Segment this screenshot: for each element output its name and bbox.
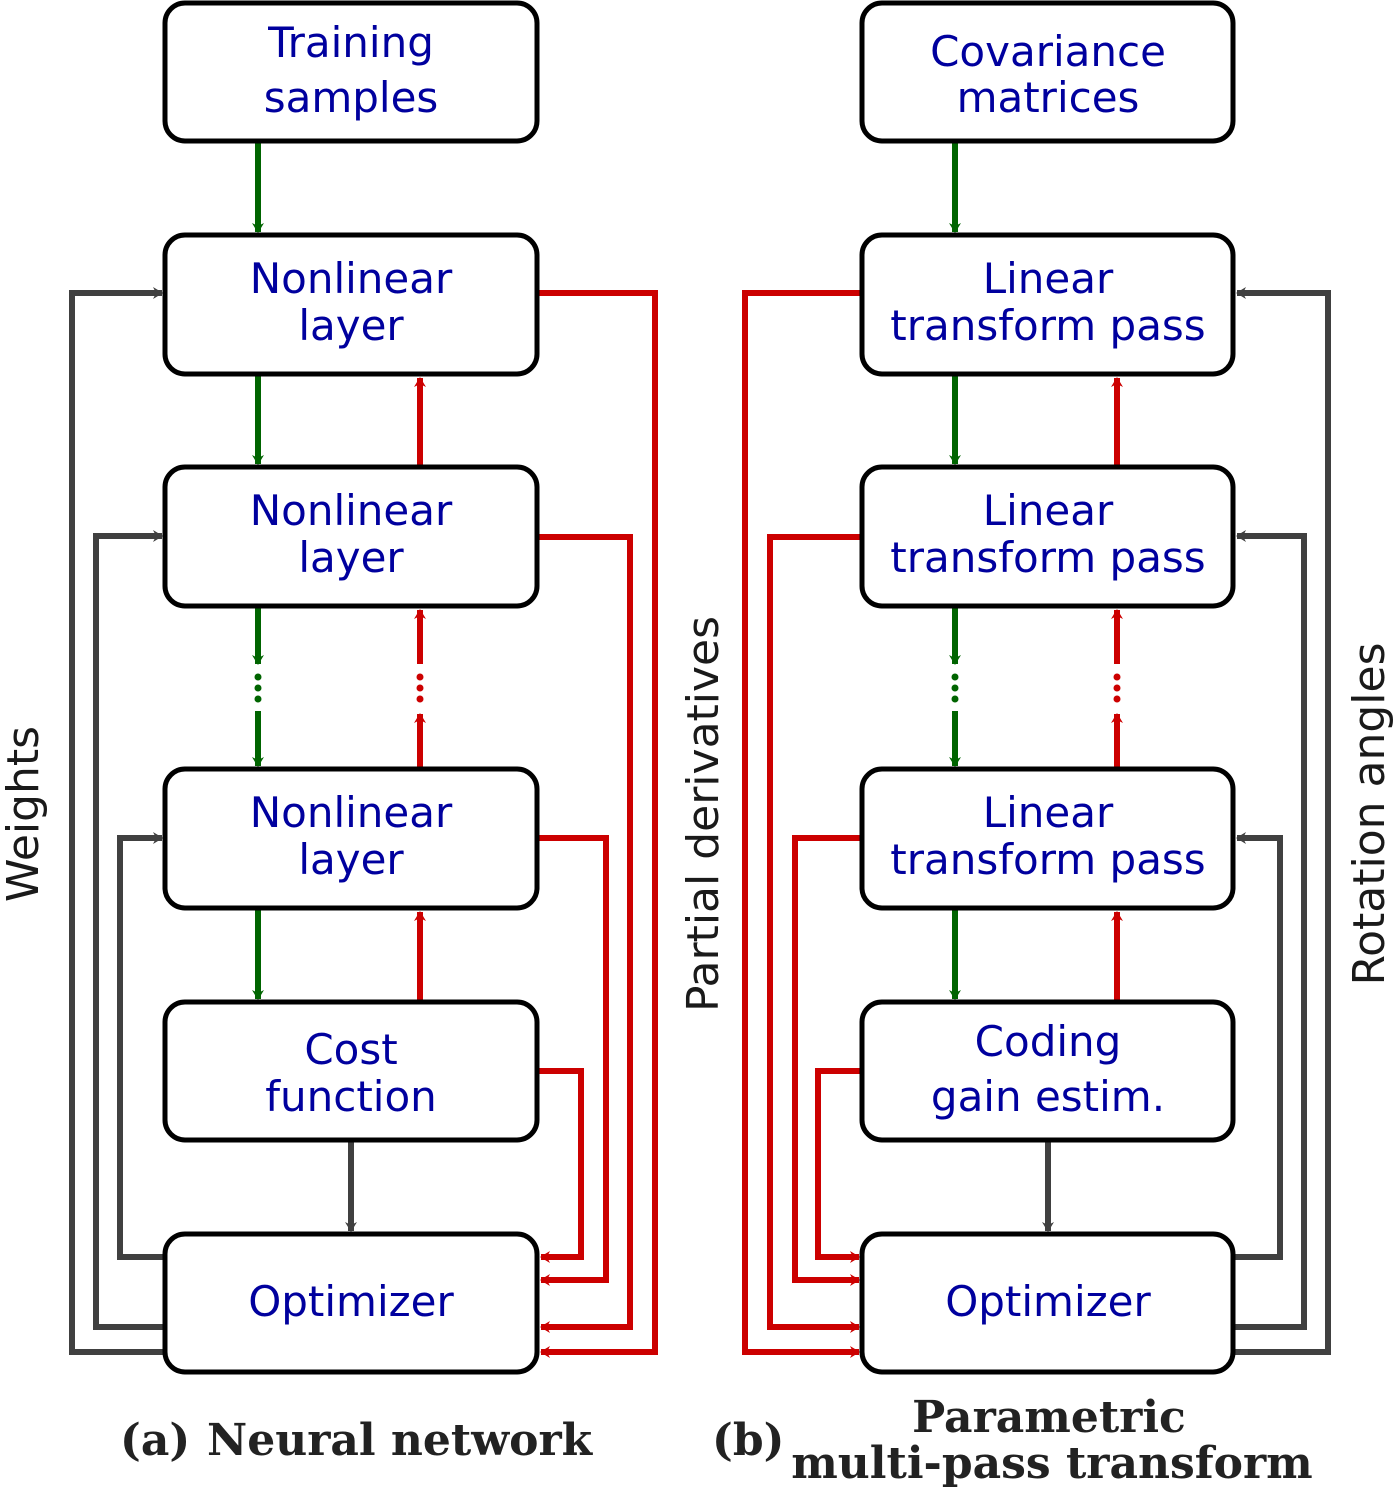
box-label-line1: Nonlinear bbox=[250, 254, 453, 303]
box-optimizer-b[interactable]: Optimizer bbox=[859, 1231, 1236, 1375]
box-label-line2: layer bbox=[298, 533, 404, 582]
derivative-line-from-layer-1 bbox=[537, 290, 658, 1358]
rotation-angle-connectors bbox=[1233, 287, 1331, 1355]
ellipsis-dot bbox=[416, 695, 424, 703]
caption-a-title: Neural network bbox=[207, 1415, 594, 1466]
box-cost-function[interactable]: Cost function bbox=[162, 999, 540, 1143]
box-label-line2: transform pass bbox=[890, 835, 1205, 884]
box-optimizer-a[interactable]: Optimizer bbox=[162, 1231, 540, 1375]
caption-b-label: (b) bbox=[712, 1415, 784, 1466]
box-label-line1: Optimizer bbox=[945, 1277, 1151, 1326]
caption-a-label: (a) bbox=[120, 1415, 190, 1466]
backward-arrows-a bbox=[414, 377, 426, 1000]
box-nonlinear-layer-2[interactable]: Nonlinear layer bbox=[162, 464, 540, 609]
box-linear-transform-pass-3[interactable]: Linear transform pass bbox=[859, 766, 1236, 911]
box-covariance-matrices[interactable]: Covariance matrices bbox=[859, 0, 1236, 144]
box-label-line1: Linear bbox=[983, 254, 1114, 303]
derivative-line-from-cost bbox=[537, 1068, 584, 1263]
forward-arrows-b bbox=[949, 143, 961, 1000]
box-label-line1: Covariance bbox=[930, 27, 1166, 76]
box-coding-gain-estimation[interactable]: Coding gain estim. bbox=[859, 999, 1236, 1143]
ellipsis-dot bbox=[951, 695, 959, 703]
weight-line-to-layer-1 bbox=[69, 287, 165, 1355]
weight-line-to-layer-3 bbox=[117, 832, 165, 1260]
backward-arrows-b bbox=[1111, 377, 1123, 1000]
ellipsis-dot bbox=[416, 684, 424, 692]
ellipsis-dot bbox=[1113, 673, 1121, 681]
derivative-line-from-layer-2 bbox=[537, 534, 633, 1333]
derivative-line-from-pass-1 bbox=[742, 290, 862, 1358]
derivative-connectors-b bbox=[742, 290, 862, 1358]
derivative-connectors-a bbox=[537, 290, 658, 1358]
box-label-line2: layer bbox=[298, 301, 404, 350]
ellipsis-dot bbox=[254, 673, 262, 681]
box-label-line2: gain estim. bbox=[931, 1072, 1165, 1121]
box-label-line2: function bbox=[265, 1072, 437, 1121]
caption-b-title-line1: Parametric bbox=[912, 1392, 1186, 1443]
derivative-line-from-pass-2 bbox=[767, 534, 862, 1333]
box-label-line1: Nonlinear bbox=[250, 486, 453, 535]
weights-connectors bbox=[69, 287, 165, 1355]
ellipsis-dot bbox=[254, 695, 262, 703]
partial-derivatives-label: Partial derivatives bbox=[678, 616, 729, 1012]
box-label-line1: Linear bbox=[983, 788, 1114, 837]
rotation-angles-label: Rotation angles bbox=[1344, 643, 1395, 986]
box-label-line2: transform pass bbox=[890, 533, 1205, 582]
ellipsis-dot bbox=[951, 684, 959, 692]
ellipsis-dot bbox=[951, 673, 959, 681]
derivative-line-from-coding-gain bbox=[815, 1068, 862, 1263]
ellipsis-dot bbox=[416, 673, 424, 681]
angle-line-to-pass-1 bbox=[1233, 287, 1331, 1355]
weight-line-to-layer-2 bbox=[93, 530, 165, 1330]
weights-label: Weights bbox=[0, 726, 49, 902]
panel-a-neural-network: Training samples Nonlinear layer Nonline… bbox=[0, 0, 658, 1466]
angle-line-to-pass-3 bbox=[1233, 832, 1283, 1260]
ellipsis-dot bbox=[254, 684, 262, 692]
box-nonlinear-layer-3[interactable]: Nonlinear layer bbox=[162, 766, 540, 911]
box-label-line1: Coding bbox=[975, 1017, 1122, 1066]
angle-line-to-pass-2 bbox=[1233, 530, 1307, 1330]
box-label-line1: Optimizer bbox=[248, 1277, 454, 1326]
box-label-line1: Cost bbox=[304, 1025, 397, 1074]
box-linear-transform-pass-1[interactable]: Linear transform pass bbox=[859, 232, 1236, 377]
box-label-line2: layer bbox=[298, 835, 404, 884]
forward-arrows-a bbox=[252, 143, 264, 1000]
box-label-line1: Nonlinear bbox=[250, 788, 453, 837]
caption-b-title-line2: multi-pass transform bbox=[791, 1438, 1313, 1488]
box-label-line2: samples bbox=[264, 73, 439, 122]
box-label-line1: Training bbox=[267, 18, 434, 67]
box-label-line2: matrices bbox=[957, 73, 1140, 122]
derivative-line-from-pass-3 bbox=[792, 835, 862, 1286]
derivative-line-from-layer-3 bbox=[537, 835, 609, 1286]
box-label-line2: transform pass bbox=[890, 301, 1205, 350]
panel-b-multi-pass-transform: Covariance matrices Linear transform pas… bbox=[678, 0, 1395, 1488]
ellipsis-dot bbox=[1113, 695, 1121, 703]
box-nonlinear-layer-1[interactable]: Nonlinear layer bbox=[162, 232, 540, 377]
box-linear-transform-pass-2[interactable]: Linear transform pass bbox=[859, 464, 1236, 609]
box-training-samples[interactable]: Training samples bbox=[162, 0, 540, 144]
ellipsis-dot bbox=[1113, 684, 1121, 692]
box-label-line1: Linear bbox=[983, 486, 1114, 535]
